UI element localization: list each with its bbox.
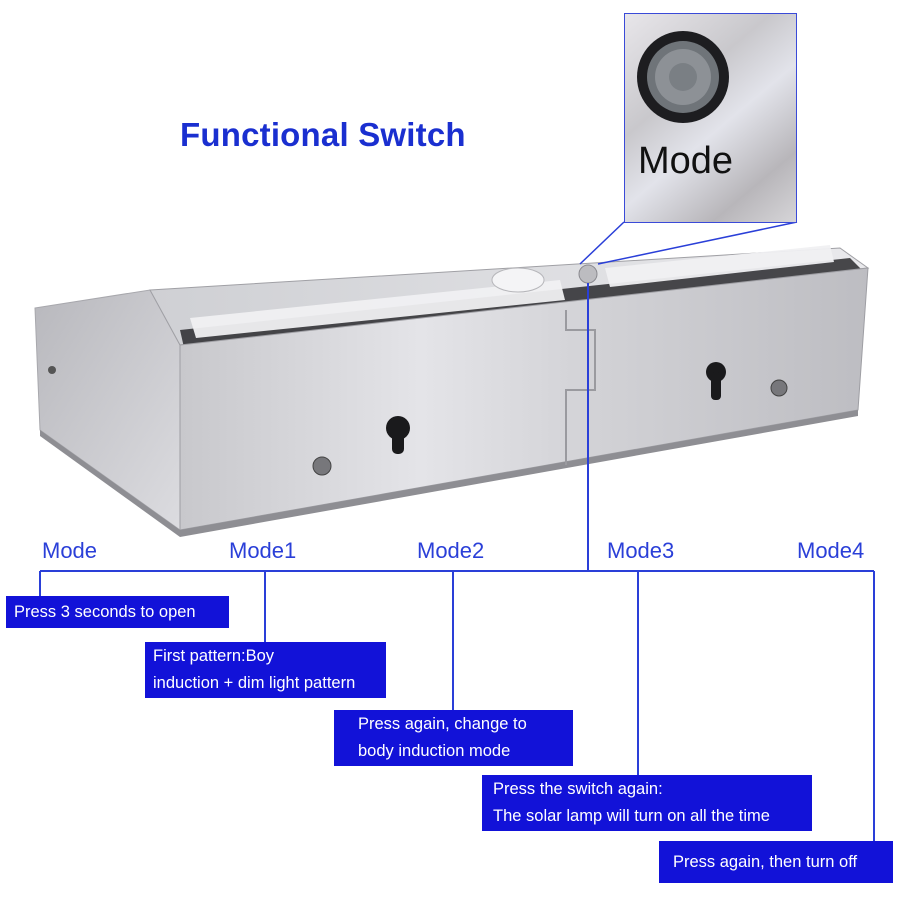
mode-label-mode1: Mode1 [229, 538, 297, 563]
inset-connector-left [579, 221, 625, 265]
mode1-description-line-2: induction + dim light pattern [153, 674, 356, 692]
mode2-description-box: Press again, change to body induction mo… [334, 710, 573, 766]
zoom-button-graphic [637, 31, 729, 123]
screw-left [312, 456, 332, 476]
mode-label-mode: Mode [42, 538, 98, 563]
device-left-side [34, 289, 181, 531]
mode-description-line: Press 3 seconds to open [14, 603, 196, 621]
mode3-description-line-1: Press the switch again: [493, 780, 663, 798]
mode-description-box: Press 3 seconds to open [6, 596, 229, 628]
mode3-description-line-2: The solar lamp will turn on all the time [493, 807, 770, 825]
mode-button [578, 264, 598, 284]
mode-button-zoom-inset [624, 13, 797, 223]
mode2-description-line-1: Press again, change to [358, 715, 527, 733]
motion-sensor [491, 267, 545, 293]
mode-label-mode3: Mode3 [607, 538, 675, 563]
zoom-mode-label: Mode [638, 140, 734, 182]
mode2-description-line-2: body induction mode [358, 742, 511, 760]
keyhole-left [386, 416, 410, 454]
mode3-description-box: Press the switch again: The solar lamp w… [482, 775, 812, 831]
screw-right [770, 379, 788, 397]
device-seam [565, 310, 596, 465]
inset-connector-right [597, 221, 798, 265]
mode1-description-line-1: First pattern:Boy [153, 647, 275, 665]
page-title: Functional Switch [180, 116, 466, 153]
mode4-description-box: Press again, then turn off [659, 841, 893, 883]
keyhole-right [706, 362, 726, 400]
mode4-description-line: Press again, then turn off [673, 853, 858, 871]
mode-label-mode4: Mode4 [797, 538, 865, 563]
mode1-description-box: First pattern:Boy induction + dim light … [145, 642, 386, 698]
mode-label-mode2: Mode2 [417, 538, 485, 563]
screw-side [48, 366, 56, 374]
